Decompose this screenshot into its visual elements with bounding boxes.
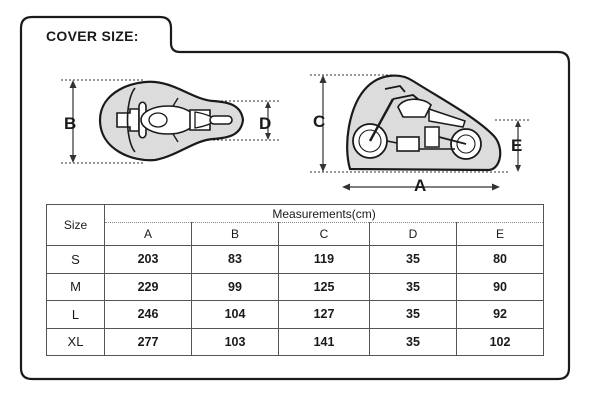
value-cell-e: 92 (455, 300, 545, 329)
value-cell-e: 80 (455, 245, 545, 274)
column-header-e: E (455, 222, 545, 246)
value-cell-a: 203 (104, 245, 192, 274)
value-cell-c: 125 (278, 272, 370, 301)
column-header-a: A (104, 222, 192, 246)
motorcycle-side-view-diagram (310, 74, 530, 191)
column-header-c: C (278, 222, 370, 246)
dimension-label-b: B (64, 114, 77, 133)
size-column-header: Size (46, 204, 105, 246)
table-row: S 203 83 119 35 80 (46, 245, 545, 274)
value-cell-a: 229 (104, 272, 192, 301)
size-cell: XL (46, 327, 105, 356)
value-cell-d: 35 (369, 327, 457, 356)
measurements-header: Measurements(cm) (103, 204, 545, 223)
value-cell-d: 35 (369, 272, 457, 301)
value-cell-d: 35 (369, 245, 457, 274)
column-header-d: D (369, 222, 457, 246)
value-cell-b: 103 (191, 327, 279, 356)
size-measurements-table: Size Measurements(cm) A B C D E S 203 83… (46, 204, 545, 356)
value-cell-c: 127 (278, 300, 370, 329)
value-cell-c: 141 (278, 327, 370, 356)
table-row: XL 277 103 141 35 102 (46, 327, 545, 356)
motorcycle-top-view-diagram (61, 79, 279, 164)
value-cell-a: 246 (104, 300, 192, 329)
size-cell: M (46, 272, 105, 301)
dimension-label-d: D (259, 114, 272, 133)
dimension-label-e: E (511, 136, 523, 155)
value-cell-b: 104 (191, 300, 279, 329)
value-cell-b: 99 (191, 272, 279, 301)
value-cell-b: 83 (191, 245, 279, 274)
size-cell: L (46, 300, 105, 329)
table-row: L 246 104 127 35 92 (46, 300, 545, 329)
table-row: M 229 99 125 35 90 (46, 272, 545, 301)
value-cell-a: 277 (104, 327, 192, 356)
column-header-b: B (191, 222, 279, 246)
value-cell-d: 35 (369, 300, 457, 329)
cover-size-title: COVER SIZE: (46, 28, 139, 44)
dimension-label-c: C (313, 112, 326, 131)
value-cell-e: 102 (455, 327, 545, 356)
dimension-label-a: A (414, 176, 427, 195)
value-cell-c: 119 (278, 245, 370, 274)
value-cell-e: 90 (455, 272, 545, 301)
size-cell: S (46, 245, 105, 274)
